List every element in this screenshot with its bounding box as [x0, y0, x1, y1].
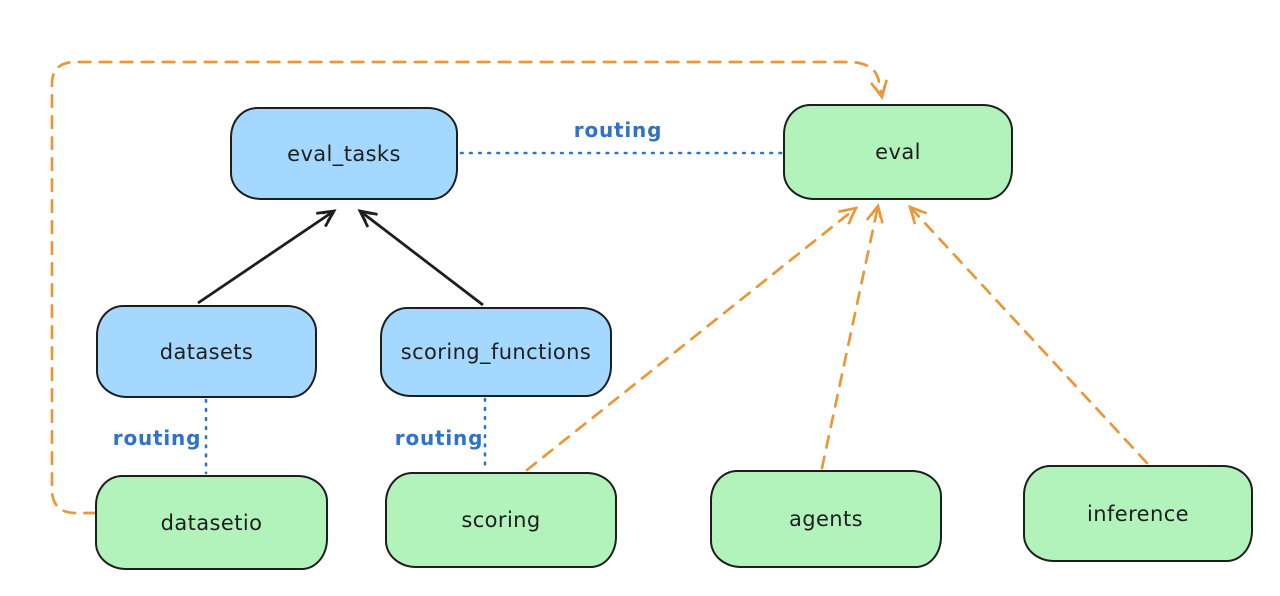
- node-eval: eval: [783, 104, 1013, 200]
- node-agents-label: agents: [788, 507, 863, 531]
- node-scoring: scoring: [385, 472, 617, 568]
- edge-scoring-functions-to-eval-tasks: [357, 209, 484, 307]
- node-eval-label: eval: [875, 140, 921, 164]
- edge-inference-to-eval: [908, 204, 1149, 465]
- edge-agents-to-eval: [820, 203, 884, 470]
- node-scoring-functions-label: scoring_functions: [400, 340, 592, 364]
- node-inference-label: inference: [1087, 501, 1189, 526]
- node-agents: agents: [710, 470, 942, 568]
- edge-label-routing-datasets-datasetio: routing: [112, 426, 202, 450]
- edge-datasetio-to-eval-loop: [50, 60, 888, 515]
- node-inference: inference: [1023, 465, 1253, 562]
- node-scoring-label: scoring: [461, 508, 541, 532]
- node-eval-tasks: eval_tasks: [230, 107, 458, 200]
- edge-scoring-to-eval: [525, 206, 859, 472]
- edge-label-routing-eval-tasks-eval: routing: [573, 118, 663, 142]
- edge-label-routing-scoring-functions-scoring: routing: [394, 426, 484, 450]
- edge-datasets-to-eval-tasks: [197, 209, 337, 305]
- node-datasets: datasets: [96, 305, 317, 398]
- node-datasetio-label: datasetio: [160, 510, 263, 535]
- node-datasetio: datasetio: [95, 475, 328, 570]
- node-scoring-functions: scoring_functions: [380, 307, 612, 397]
- node-datasets-label: datasets: [159, 339, 254, 364]
- node-eval-tasks-label: eval_tasks: [287, 141, 401, 166]
